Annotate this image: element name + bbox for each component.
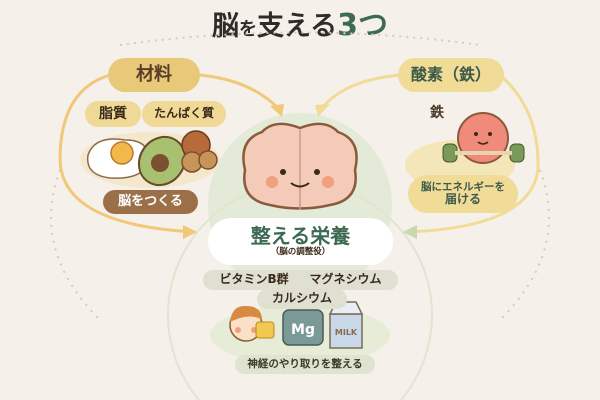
magnesium-jar-icon: Mg bbox=[282, 309, 324, 346]
milk-carton-icon: MILK bbox=[328, 301, 364, 349]
arrow-head-icon bbox=[270, 104, 284, 117]
tag-protein: たんぱく質 bbox=[142, 101, 226, 127]
regulate-role: 神経のやり取りを整える bbox=[235, 355, 375, 374]
materials-arrow bbox=[199, 73, 280, 110]
iron-label: 鉄 bbox=[430, 105, 444, 121]
oxygen-role-line: 届ける bbox=[444, 192, 481, 207]
arrow-head-icon bbox=[183, 225, 197, 239]
oxygen-role-line: 脳にエネルギーを bbox=[421, 181, 505, 194]
title-highlight: 3つ bbox=[337, 8, 389, 43]
arrow-head-icon bbox=[403, 225, 417, 239]
regulate-subheading: （脳の調整役） bbox=[270, 247, 331, 258]
oxygen-arrow bbox=[320, 73, 401, 109]
regulate-heading-box: 整える栄養 （脳の調整役） bbox=[208, 218, 393, 265]
page-title: 脳を支える3つ bbox=[0, 0, 600, 44]
tag-lipid: 脂質 bbox=[85, 101, 141, 127]
milk-label: MILK bbox=[335, 328, 358, 337]
dotted-arc-left bbox=[50, 169, 101, 321]
nuts-icon bbox=[181, 130, 218, 173]
nutrient-tags: ビタミンB群 マグネシウム bbox=[203, 270, 398, 290]
oxygen-role: 脳にエネルギーを 届ける bbox=[408, 175, 518, 213]
oxygen-circle-arc bbox=[404, 73, 540, 234]
title-part: 支える bbox=[256, 11, 338, 42]
title-part: を bbox=[238, 19, 257, 40]
regulate-heading: 整える栄養 bbox=[250, 224, 351, 249]
nutrient-magnesium: マグネシウム bbox=[309, 272, 382, 287]
avocado-icon bbox=[137, 135, 187, 187]
child-with-puzzle-icon bbox=[229, 305, 275, 342]
nutrient-vitamin-b: ビタミンB群 bbox=[219, 272, 289, 287]
fried-egg-icon bbox=[86, 138, 149, 179]
nutrient-calcium: カルシウム bbox=[257, 289, 347, 309]
materials-role: 脳をつくる bbox=[103, 190, 198, 214]
brain-character-icon bbox=[242, 122, 358, 210]
oxygen-heading: 酸素（鉄） bbox=[398, 58, 504, 92]
materials-circle-arc bbox=[58, 73, 196, 234]
mg-label: Mg bbox=[291, 322, 315, 338]
materials-heading: 材料 bbox=[108, 58, 200, 92]
iron-character-icon bbox=[442, 112, 525, 164]
title-part: 脳 bbox=[211, 11, 239, 42]
arrow-head-icon bbox=[315, 104, 330, 117]
dotted-arc-top bbox=[119, 31, 481, 46]
